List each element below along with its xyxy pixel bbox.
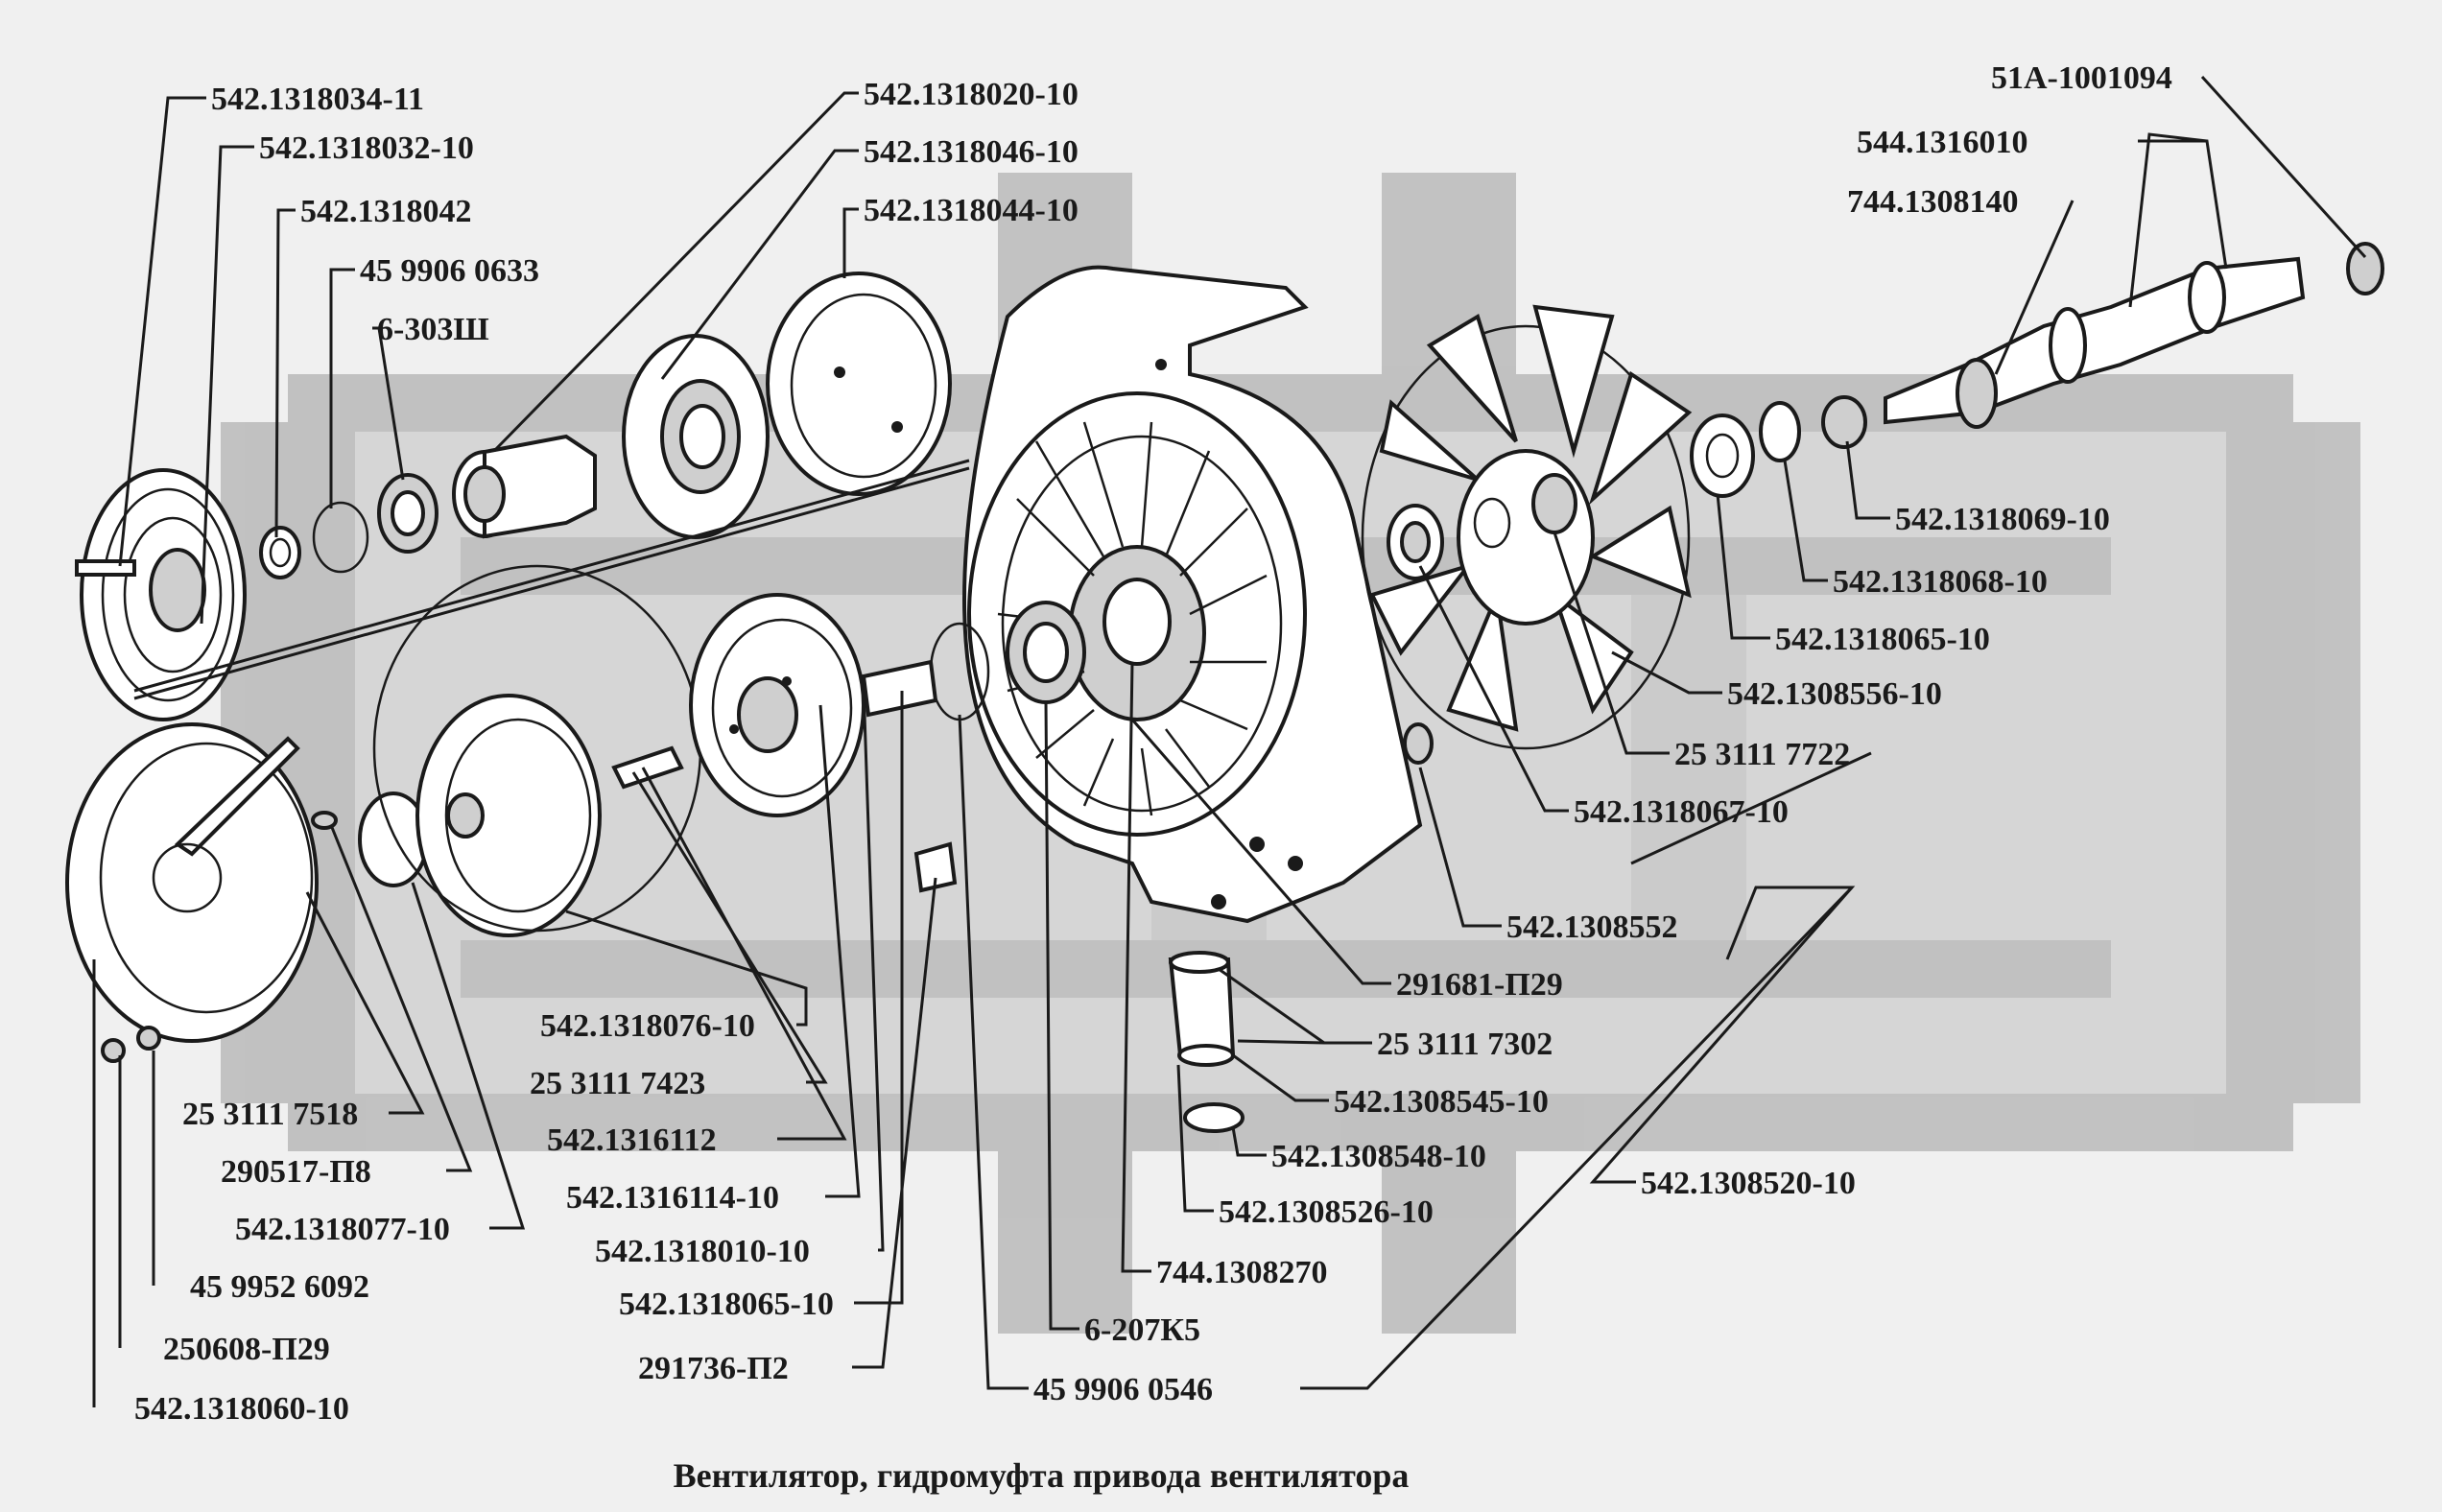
label-part: 542.1318065-10 xyxy=(1775,622,1990,657)
tube-542-1308545 xyxy=(1168,951,1236,1067)
bushing-542-1308552 xyxy=(1403,722,1434,765)
label-part: 744.1308270 xyxy=(1156,1255,1328,1290)
cap-542-1308548 xyxy=(1183,1102,1245,1133)
label-part: 51А-1001094 xyxy=(1991,60,2172,96)
shaft-542-1318020 xyxy=(452,434,597,539)
label-part: 542.1308552 xyxy=(1506,910,1678,945)
label-part: 6-207К5 xyxy=(1084,1312,1200,1348)
pin-291736 xyxy=(913,841,958,893)
label-part: 291736-П2 xyxy=(638,1351,789,1386)
seal-51a-1001094 xyxy=(2346,242,2384,295)
label-part: 542.1318077-10 xyxy=(235,1212,450,1247)
label-part: 25 3111 7518 xyxy=(182,1097,358,1132)
cup-542-1318044 xyxy=(766,272,952,496)
circlip-45-9906-0633 xyxy=(312,501,369,574)
ring-542-1318067-inner xyxy=(1400,521,1431,563)
label-part: 544.1316010 xyxy=(1857,125,2028,160)
seal-744-1308270 xyxy=(1102,578,1172,666)
label-part: 542.1318068-10 xyxy=(1833,564,2048,600)
coupling-542-1318076 xyxy=(415,694,602,937)
seal-inner xyxy=(269,537,292,568)
label-part: 290517-П8 xyxy=(221,1154,371,1190)
label-part: 542.1318032-10 xyxy=(259,130,474,166)
belt-line-2 xyxy=(133,466,970,700)
label-part: 542.1316112 xyxy=(547,1122,717,1158)
label-part: 45 9906 0633 xyxy=(360,253,539,289)
label-part: 250608-П29 xyxy=(163,1332,330,1367)
label-part: 25 3111 7302 xyxy=(1377,1027,1553,1062)
label-part: 542.1308520-10 xyxy=(1641,1166,1856,1201)
shaft-542-1318065 xyxy=(861,659,938,718)
label-part: 542.1308556-10 xyxy=(1727,676,1942,712)
leader-lines xyxy=(92,75,2367,1407)
label-part: 542.1318044-10 xyxy=(864,193,1079,228)
shaft-544-1316010 xyxy=(1884,242,2384,429)
label-part: 542.1318010-10 xyxy=(595,1234,810,1269)
washer-542-1318065 xyxy=(1690,413,1755,498)
washer-45-9952-6092 xyxy=(136,1026,161,1051)
part-labels: 542.1318034-11 542.1318032-10 542.131804… xyxy=(134,60,2172,1427)
label-part: 542.1318020-10 xyxy=(864,77,1079,112)
bolt-25-3111-7423 xyxy=(611,745,684,790)
bolt-25-3111-7518 xyxy=(311,811,338,830)
washer-inner xyxy=(1705,433,1740,479)
label-part: 542.1308548-10 xyxy=(1271,1139,1486,1174)
seal-542-1318042 xyxy=(259,526,301,579)
label-part: 25 3111 7423 xyxy=(530,1066,705,1101)
cover-542-1318060 xyxy=(65,722,319,1043)
rotor-542-1318010 xyxy=(689,593,865,817)
nut-542-1318069 xyxy=(1821,395,1867,449)
turbine-wheel-542-1318046 xyxy=(622,334,770,539)
diagram-caption: Вентилятор, гидромуфта привода вентилято… xyxy=(674,1456,1410,1495)
label-part: 542.1308526-10 xyxy=(1219,1194,1434,1230)
label-part: 542.1318069-10 xyxy=(1895,502,2110,537)
label-part: 45 9906 0546 xyxy=(1033,1372,1213,1407)
label-part: 542.1318065-10 xyxy=(619,1287,834,1322)
lockwasher-542-1318068 xyxy=(1759,401,1801,462)
label-part: 25 3111 7722 xyxy=(1674,737,1850,772)
label-part: 542.1318034-11 xyxy=(211,82,424,117)
label-part: 291681-П29 xyxy=(1396,967,1563,1003)
label-part: 45 9952 6092 xyxy=(190,1269,369,1305)
belt-line xyxy=(133,459,970,693)
label-part: 744.1308140 xyxy=(1847,184,2019,220)
label-part: 542.1316114-10 xyxy=(566,1180,779,1216)
bearing-6-207-inner xyxy=(1023,622,1069,683)
label-part: 542.1318067-10 xyxy=(1574,794,1789,830)
fan-542-1308556 xyxy=(1361,304,1693,750)
label-part: 542.1318042 xyxy=(300,194,472,229)
label-part: 542.1318060-10 xyxy=(134,1391,349,1427)
label-part: 542.1308545-10 xyxy=(1334,1084,1549,1120)
bearing-inner xyxy=(391,490,425,536)
label-part: 542.1318046-10 xyxy=(864,134,1079,170)
label-part: 6-303Ш xyxy=(377,312,489,347)
label-part: 542.1318076-10 xyxy=(540,1008,755,1044)
